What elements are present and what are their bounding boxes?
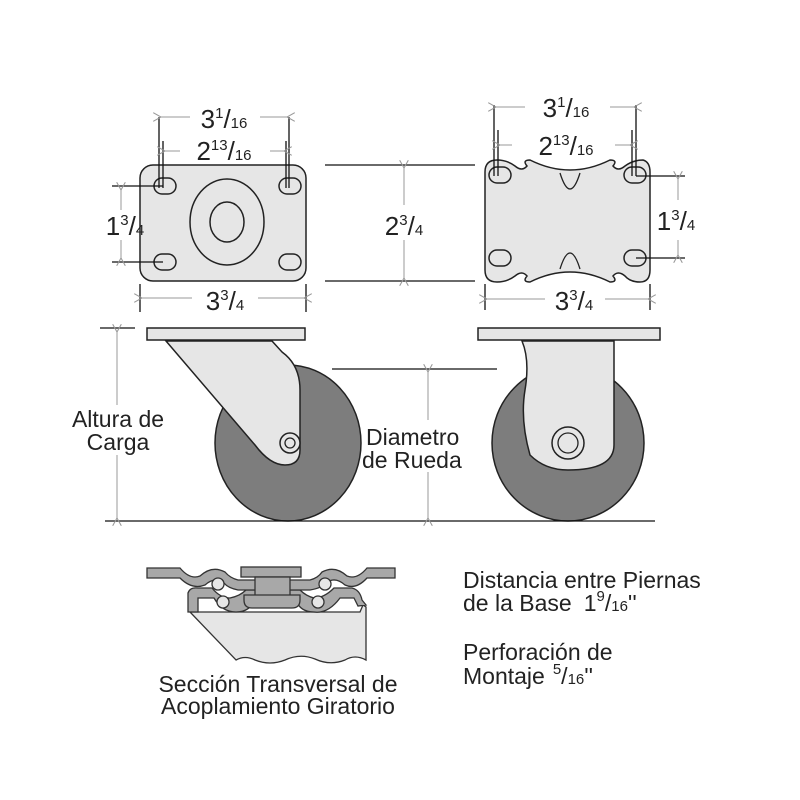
kingpin-ring xyxy=(209,201,245,243)
hole-span-vertical-label: 13/4 xyxy=(657,206,695,236)
leg-distance-label: Distancia entre Piernas xyxy=(463,567,701,593)
swivel-top-plate-view: 31/16 213/16 13/4 33/4 xyxy=(106,104,306,316)
cross-section-label-line1: Sección Transversal de xyxy=(158,671,397,697)
wheel-diameter-label-line1: Diametro xyxy=(366,424,459,450)
plate-height-dimension: 23/4 xyxy=(325,165,475,281)
rigid-top-plate-view: 31/16 213/16 13/4 33/4 xyxy=(485,93,695,316)
top-plate xyxy=(139,164,307,282)
plate-width-label: 33/4 xyxy=(206,286,244,316)
swivel-bracket xyxy=(164,340,301,466)
top-plate xyxy=(146,327,306,341)
axle xyxy=(551,426,585,460)
wheel-diameter-label-line2: de Rueda xyxy=(362,447,462,473)
hole-span-outer-label: 31/16 xyxy=(543,93,590,123)
plate-width-label: 33/4 xyxy=(555,286,593,316)
cross-section-label-line2: Acoplamiento Giratorio xyxy=(161,693,395,719)
hole-span-vertical-label: 13/4 xyxy=(106,211,144,241)
mounting-hole-label: Perforación de xyxy=(463,639,613,665)
swivel-cross-section: Sección Transversal de Acoplamiento Gira… xyxy=(146,566,398,719)
hole-span-inner-label: 213/16 xyxy=(196,136,251,166)
plate-height-label: 23/4 xyxy=(385,211,423,241)
raceway-ring xyxy=(189,178,265,266)
swivel-caster-side-view xyxy=(146,327,362,522)
load-height-label-line2: Carga xyxy=(87,429,150,455)
ball-bearings xyxy=(211,577,332,609)
top-plate xyxy=(477,327,661,341)
hole-span-inner-label: 213/16 xyxy=(538,131,593,161)
top-plate xyxy=(484,159,651,283)
wheel-diameter-dimension: Diametro de Rueda xyxy=(332,369,497,518)
load-height-label-line1: Altura de xyxy=(72,406,164,432)
rigid-bracket xyxy=(520,340,615,471)
load-height-dimension: Altura de Carga xyxy=(72,328,164,518)
hole-span-outer-label: 31/16 xyxy=(201,104,248,134)
mounting-holes xyxy=(153,177,302,271)
axle xyxy=(279,432,301,454)
rigid-caster-side-view xyxy=(477,327,661,522)
